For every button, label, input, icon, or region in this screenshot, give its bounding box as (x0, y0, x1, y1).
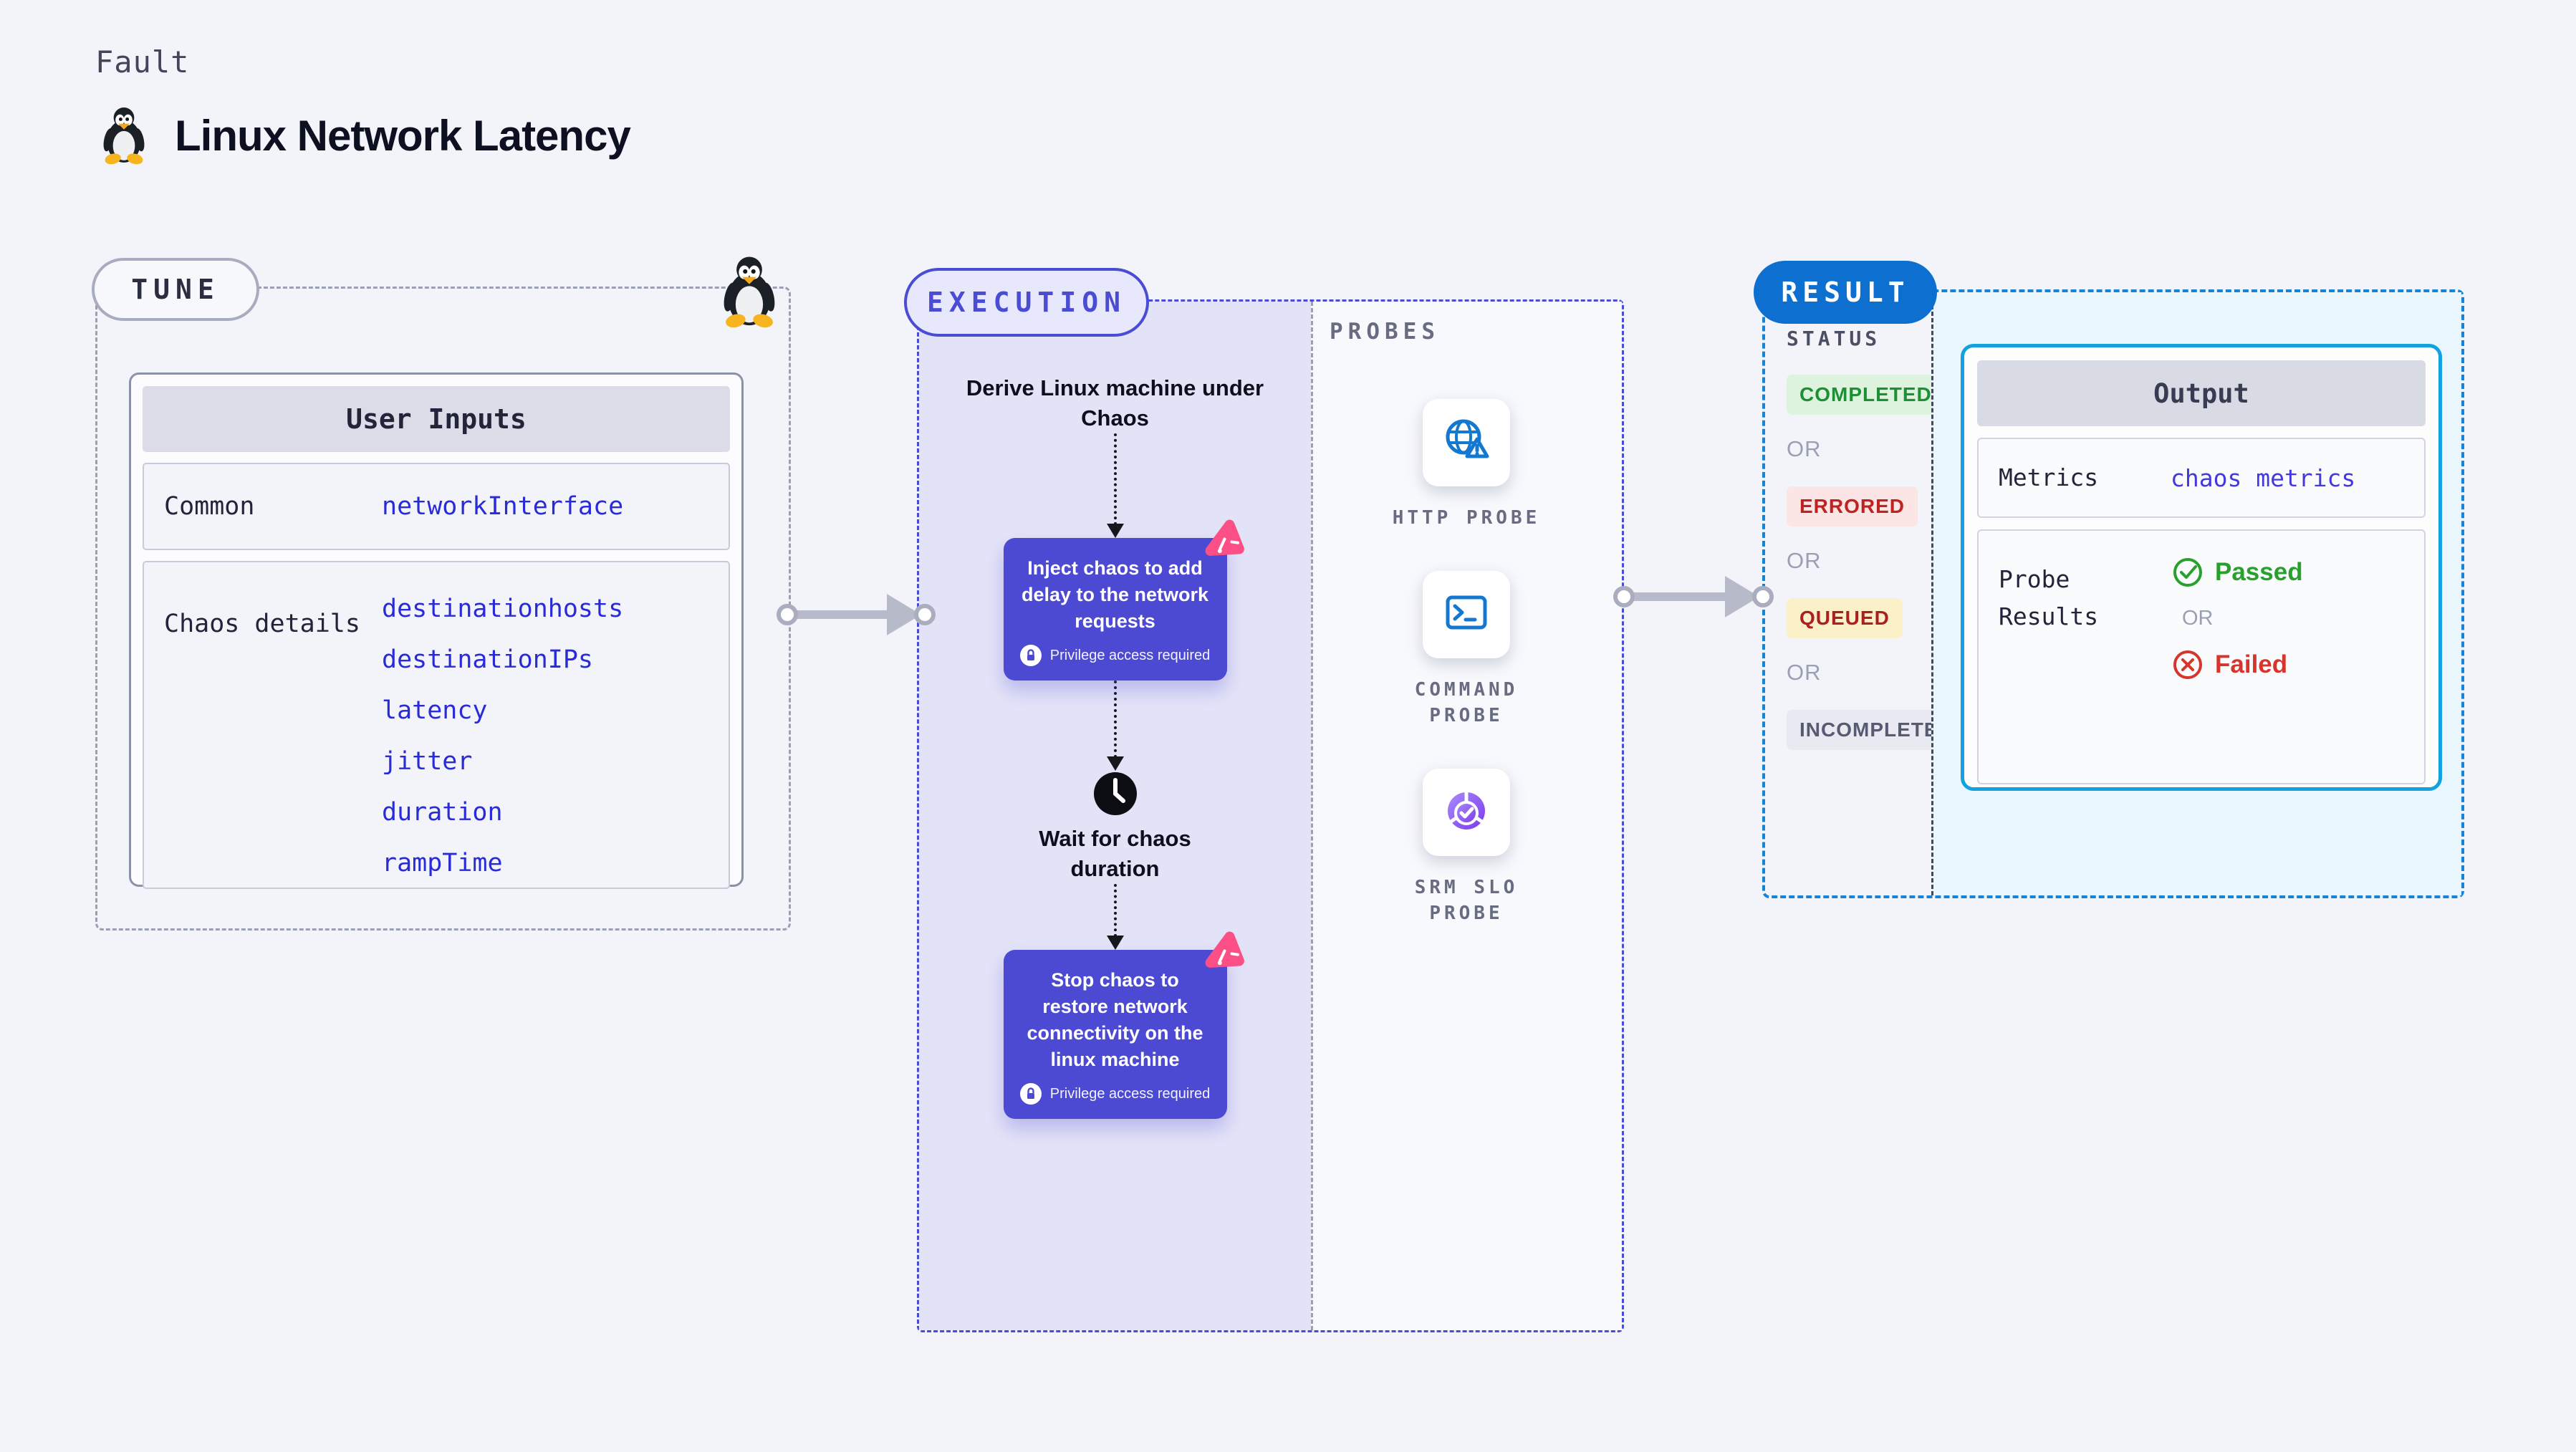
user-inputs-card: User Inputs Common networkInterface Chao… (129, 372, 744, 889)
input-value: destinationIPs (382, 645, 594, 674)
linux-tux-icon-small (719, 255, 779, 328)
metrics-value: chaos metrics (2171, 463, 2356, 492)
terminal-icon (1441, 587, 1492, 643)
or-label: OR (1787, 436, 1822, 461)
connector-line (792, 610, 893, 619)
probe-results-row: Probe Results Passed OR (1977, 529, 2426, 784)
input-value: networkInterface (382, 491, 624, 521)
or-label: OR (1787, 660, 1822, 685)
derive-step-label: Derive Linux machine under Chaos (966, 375, 1264, 431)
probe-label: HTTP PROBE (1392, 507, 1541, 529)
http-probe-card (1423, 399, 1510, 486)
privilege-note: Privilege access required (1049, 647, 1211, 663)
inject-chaos-step: Inject chaos to add delay to the network… (1003, 519, 1244, 681)
result-badge: RESULT (1754, 261, 1937, 324)
metrics-row: Metrics chaos metrics (1977, 438, 2426, 518)
tune-badge: TUNE (92, 258, 259, 321)
privilege-note: Privilege access required (1049, 1085, 1211, 1102)
connector-dot (777, 604, 798, 625)
stop-chaos-label: Stop chaos to restore network connectivi… (1027, 969, 1203, 1070)
input-value: jitter (382, 747, 473, 776)
passed-verdict: Passed (2172, 557, 2303, 588)
status-title: STATUS (1787, 327, 1881, 350)
input-row-common: Common networkInterface (143, 463, 730, 550)
check-circle-icon (2173, 558, 2202, 587)
slo-donut-icon (1440, 784, 1493, 841)
result-section: STATUS COMPLETED OR ERRORED OR QUEUED OR… (1762, 289, 2464, 898)
or-label: OR (2182, 607, 2214, 630)
output-header: Output (1977, 360, 2426, 426)
or-label: OR (1787, 548, 1822, 573)
privilege-chip: Privilege access required (1018, 645, 1213, 666)
flow-connector (1106, 433, 1124, 538)
output-card: Output Metrics chaos metrics Probe Resul… (1961, 344, 2442, 791)
flow-connector (1106, 884, 1124, 950)
page-title-row: Linux Network Latency (100, 106, 631, 165)
metrics-label: Metrics (1999, 463, 2099, 491)
clock-icon (1092, 771, 1138, 817)
result-output-panel: Output Metrics chaos metrics Probe Resul… (1931, 292, 2461, 895)
command-probe-card (1423, 571, 1510, 658)
chaos-fault-icon (1201, 519, 1244, 561)
tune-to-execution-arrow (777, 592, 936, 638)
connector-line (1629, 592, 1731, 601)
stop-chaos-step: Stop chaos to restore network connectivi… (1003, 931, 1244, 1119)
page-title: Linux Network Latency (175, 111, 631, 160)
fault-eyebrow: Fault (95, 44, 190, 80)
globe-alert-icon (1440, 415, 1493, 471)
connector-dot (1752, 586, 1774, 607)
input-value: rampTime (382, 849, 503, 878)
status-badge-errored: ERRORED (1787, 486, 1918, 527)
status-column: STATUS COMPLETED OR ERRORED OR QUEUED OR… (1765, 292, 1966, 895)
input-row-chaos-details: Chaos details destinationhosts destinati… (143, 561, 730, 889)
failed-label: Failed (2215, 650, 2288, 678)
x-circle-icon (2173, 650, 2202, 679)
execution-section: Derive Linux machine under Chaos I (917, 299, 1624, 1332)
failed-verdict: Failed (2172, 649, 2303, 681)
connector-dot (914, 604, 936, 625)
status-badge-queued: QUEUED (1787, 598, 1903, 638)
status-badge-completed: COMPLETED (1787, 375, 1945, 415)
linux-tux-icon (100, 106, 148, 165)
execution-flow: Derive Linux machine under Chaos I (919, 302, 1311, 1119)
inject-chaos-label: Inject chaos to add delay to the network… (1021, 557, 1209, 632)
srm-slo-probe-card (1423, 769, 1510, 856)
chaos-fault-icon (1201, 931, 1244, 973)
input-value: duration (382, 798, 503, 827)
execution-to-result-arrow (1613, 574, 1774, 620)
input-value: latency (382, 696, 488, 725)
passed-label: Passed (2215, 558, 2303, 586)
lock-icon (1019, 645, 1042, 666)
flow-connector (1106, 681, 1124, 771)
connector-dot (1613, 586, 1635, 607)
probes-title: PROBES (1330, 319, 1440, 345)
lock-icon (1019, 1083, 1042, 1105)
privilege-chip: Privilege access required (1018, 1083, 1213, 1105)
input-row-label: Common (164, 492, 255, 521)
wait-step-label: Wait for chaos duration (1039, 826, 1191, 881)
input-row-label: Chaos details (164, 610, 360, 638)
execution-badge: EXECUTION (904, 268, 1149, 337)
probe-label: SRM SLO PROBE (1414, 877, 1519, 924)
probe-label: COMMAND PROBE (1414, 679, 1519, 726)
probes-list: PROBES HTTP PROBE (1311, 302, 1622, 926)
user-inputs-header: User Inputs (143, 386, 730, 452)
probe-results-label: Probe Results (1999, 565, 2099, 630)
input-value: destinationhosts (382, 595, 624, 623)
